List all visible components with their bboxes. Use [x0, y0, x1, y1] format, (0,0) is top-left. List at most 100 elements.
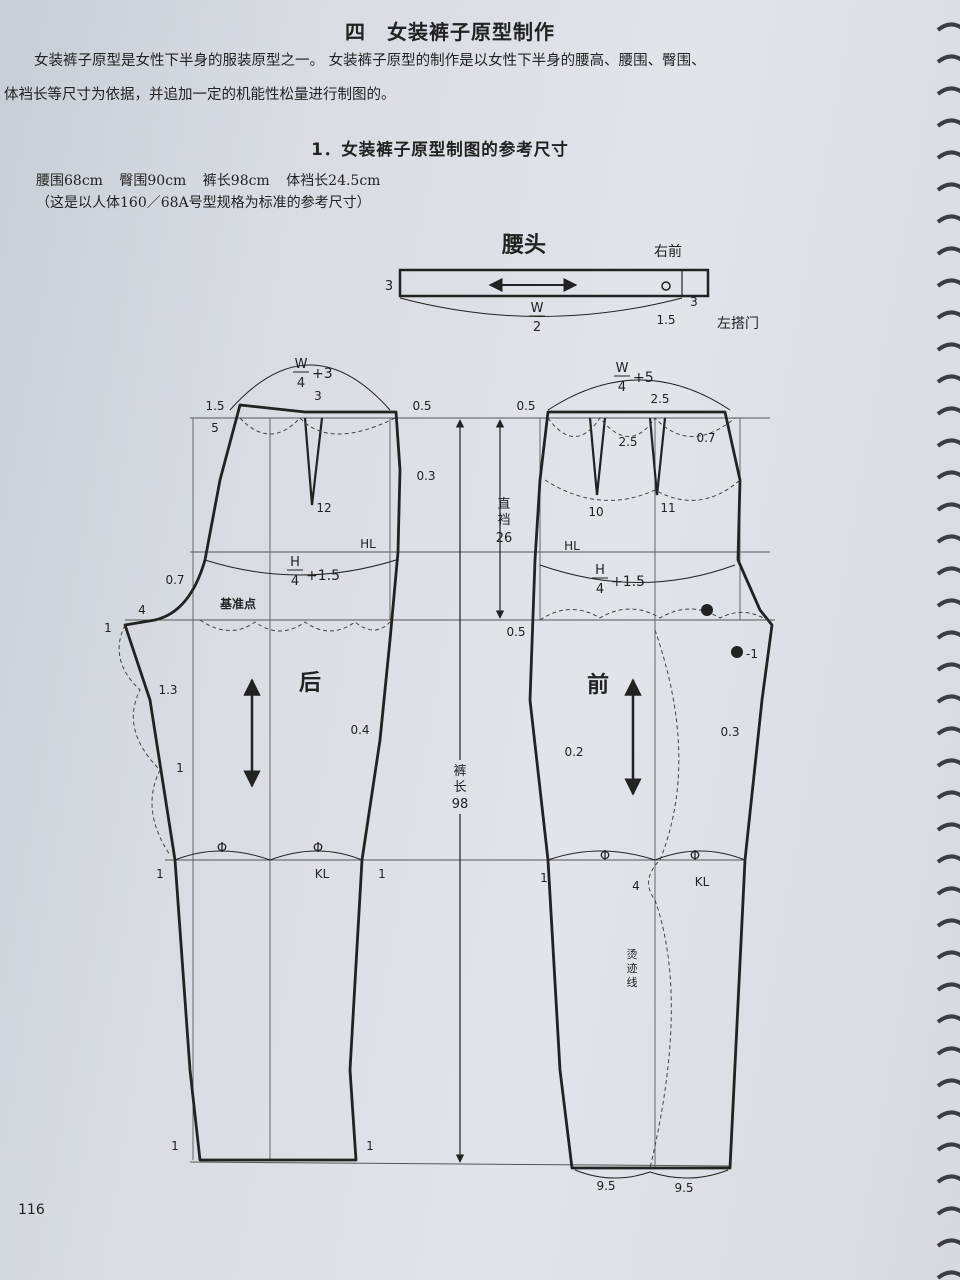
front-notch-dot-1: [701, 604, 713, 616]
back-hl-label: HL: [360, 537, 376, 551]
back-side-hip-label: 0.3: [416, 469, 435, 483]
intro-line-1: 女装裤子原型是女性下半身的服装原型之一。 女装裤子原型的制作是以女性下半身的腰高…: [34, 53, 706, 69]
binding-ring: [936, 342, 960, 352]
front-hem-right-label: 9.5: [674, 1181, 693, 1195]
back-waist-in-label: 5: [211, 421, 219, 435]
back-waist-plus: +3: [312, 366, 333, 382]
back-waist-rise-label: 1.5: [205, 399, 224, 413]
front-dart-1: [588, 417, 607, 496]
waistband-button-icon: [661, 281, 671, 291]
binding-ring: [936, 150, 960, 160]
front-dart-width-mid-label: 2.5: [618, 435, 637, 449]
binding-ring: [936, 662, 960, 672]
back-waist-frac-den: 4: [297, 376, 305, 391]
back-dart-width-label: 3: [314, 389, 322, 403]
waistband-rect: [398, 268, 710, 298]
binding-ring: [936, 534, 960, 544]
length-label-2: 长: [453, 780, 466, 795]
front-knee-left-label: 1: [540, 871, 548, 885]
back-dart: [303, 417, 324, 506]
rise-label-2: 裆: [497, 513, 510, 528]
back-panel-label: 后: [299, 671, 321, 696]
front-outline: [528, 410, 774, 1170]
back-waist-curve: [229, 364, 391, 411]
binding-ring: [936, 406, 960, 416]
front-hip-frac-num: H: [595, 563, 605, 578]
front-side-left-label: 0.2: [564, 745, 583, 759]
binding-ring: [936, 1142, 960, 1152]
measurement-list: 腰围68cm 臀围90cm 裤长98cm 体裆长24.5cm: [36, 170, 392, 190]
front-hip-frac-den: 4: [596, 582, 604, 597]
binding-ring: [936, 1270, 960, 1280]
binding-ring: [936, 1238, 960, 1248]
back-kl-label: KL: [315, 867, 330, 881]
back-waist-frac-num: W: [295, 357, 308, 372]
binding-ring: [936, 1014, 960, 1024]
front-knee-curve: [547, 850, 746, 861]
waistband-title: 腰头: [501, 233, 546, 258]
binding-ring: [936, 278, 960, 288]
length-label-1: 裤: [453, 764, 466, 779]
waistband-group: 腰头 3 右前 3 1.5 左搭门 W 2: [385, 233, 759, 335]
front-panel: 前 W 4 +5 H 4 +1.5 HL KL Φ Φ 烫 迹 线 0.5 2.…: [506, 361, 774, 1195]
back-dart-length-label: 12: [316, 501, 331, 515]
back-knee-curve: [174, 850, 363, 861]
binding-ring: [936, 630, 960, 640]
waistband-frac-den: 2: [533, 320, 541, 335]
intro-line-2: 体裆长等尺寸为依据，并追加一定的机能性松量进行制图的。: [4, 87, 396, 103]
back-crotch-point-label: 1: [104, 621, 112, 635]
front-crease-offset-label: 4: [632, 879, 640, 893]
back-knee-phi-right: Φ: [313, 841, 323, 856]
binding-ring: [936, 982, 960, 992]
binding-ring: [936, 502, 960, 512]
binding-ring: [936, 822, 960, 832]
back-crotch-curve-label: 0.7: [165, 573, 184, 587]
front-crease-label-1: 烫: [627, 948, 638, 961]
binding-ring: [936, 118, 960, 128]
binding-ring: [936, 374, 960, 384]
binding-ring: [936, 470, 960, 480]
binding-ring: [936, 758, 960, 768]
waistband-left-placket-label: 左搭门: [717, 316, 759, 332]
front-waist-plus: +5: [633, 370, 654, 386]
back-knee-phi-left: Φ: [217, 841, 227, 856]
binding-ring: [936, 310, 960, 320]
page-number: 116: [18, 1202, 45, 1218]
front-knee-phi-left: Φ: [600, 849, 610, 864]
binding-ring: [936, 1206, 960, 1216]
waistband-ext-label: 3: [690, 295, 698, 309]
binding-ring: [936, 566, 960, 576]
binding-ring: [936, 886, 960, 896]
front-dart-width-top-label: 2.5: [650, 392, 669, 406]
front-waist-frac-num: W: [616, 361, 629, 376]
front-crotch-right-label: -1: [746, 647, 758, 661]
length-label-bg: [449, 760, 471, 814]
binding-ring: [936, 22, 960, 32]
binding-ring: [936, 246, 960, 256]
front-kl-label: KL: [695, 875, 710, 889]
front-waist-frac-den: 4: [618, 380, 626, 395]
binding-ring: [936, 694, 960, 704]
front-hl-label: HL: [564, 539, 580, 553]
length-value: 98: [452, 797, 469, 812]
front-hip-curve: [539, 564, 736, 583]
front-dart1-length-label: 10: [588, 505, 603, 519]
hem-line: [189, 1161, 731, 1167]
back-inseam-1-label: 1.3: [158, 683, 177, 697]
front-dart2-length-label: 11: [660, 501, 675, 515]
binding-ring: [936, 726, 960, 736]
binding-ring: [936, 438, 960, 448]
spiral-binding: [936, 22, 960, 1280]
binding-ring: [936, 1174, 960, 1184]
intro-paragraph: 女装裤子原型是女性下半身的服装原型之一。 女装裤子原型的制作是以女性下半身的腰高…: [4, 44, 894, 112]
binding-ring: [936, 790, 960, 800]
binding-ring: [936, 1046, 960, 1056]
measurement-waist: 腰围68cm: [36, 173, 103, 189]
binding-ring: [936, 182, 960, 192]
rise-label-1: 直: [497, 497, 510, 512]
back-hip-curve: [204, 559, 397, 576]
section-title: 1．女装裤子原型制图的参考尺寸: [311, 140, 569, 159]
binding-ring: [936, 214, 960, 224]
front-knee-phi-right: Φ: [690, 849, 700, 864]
front-hem-curve: [574, 1169, 729, 1179]
